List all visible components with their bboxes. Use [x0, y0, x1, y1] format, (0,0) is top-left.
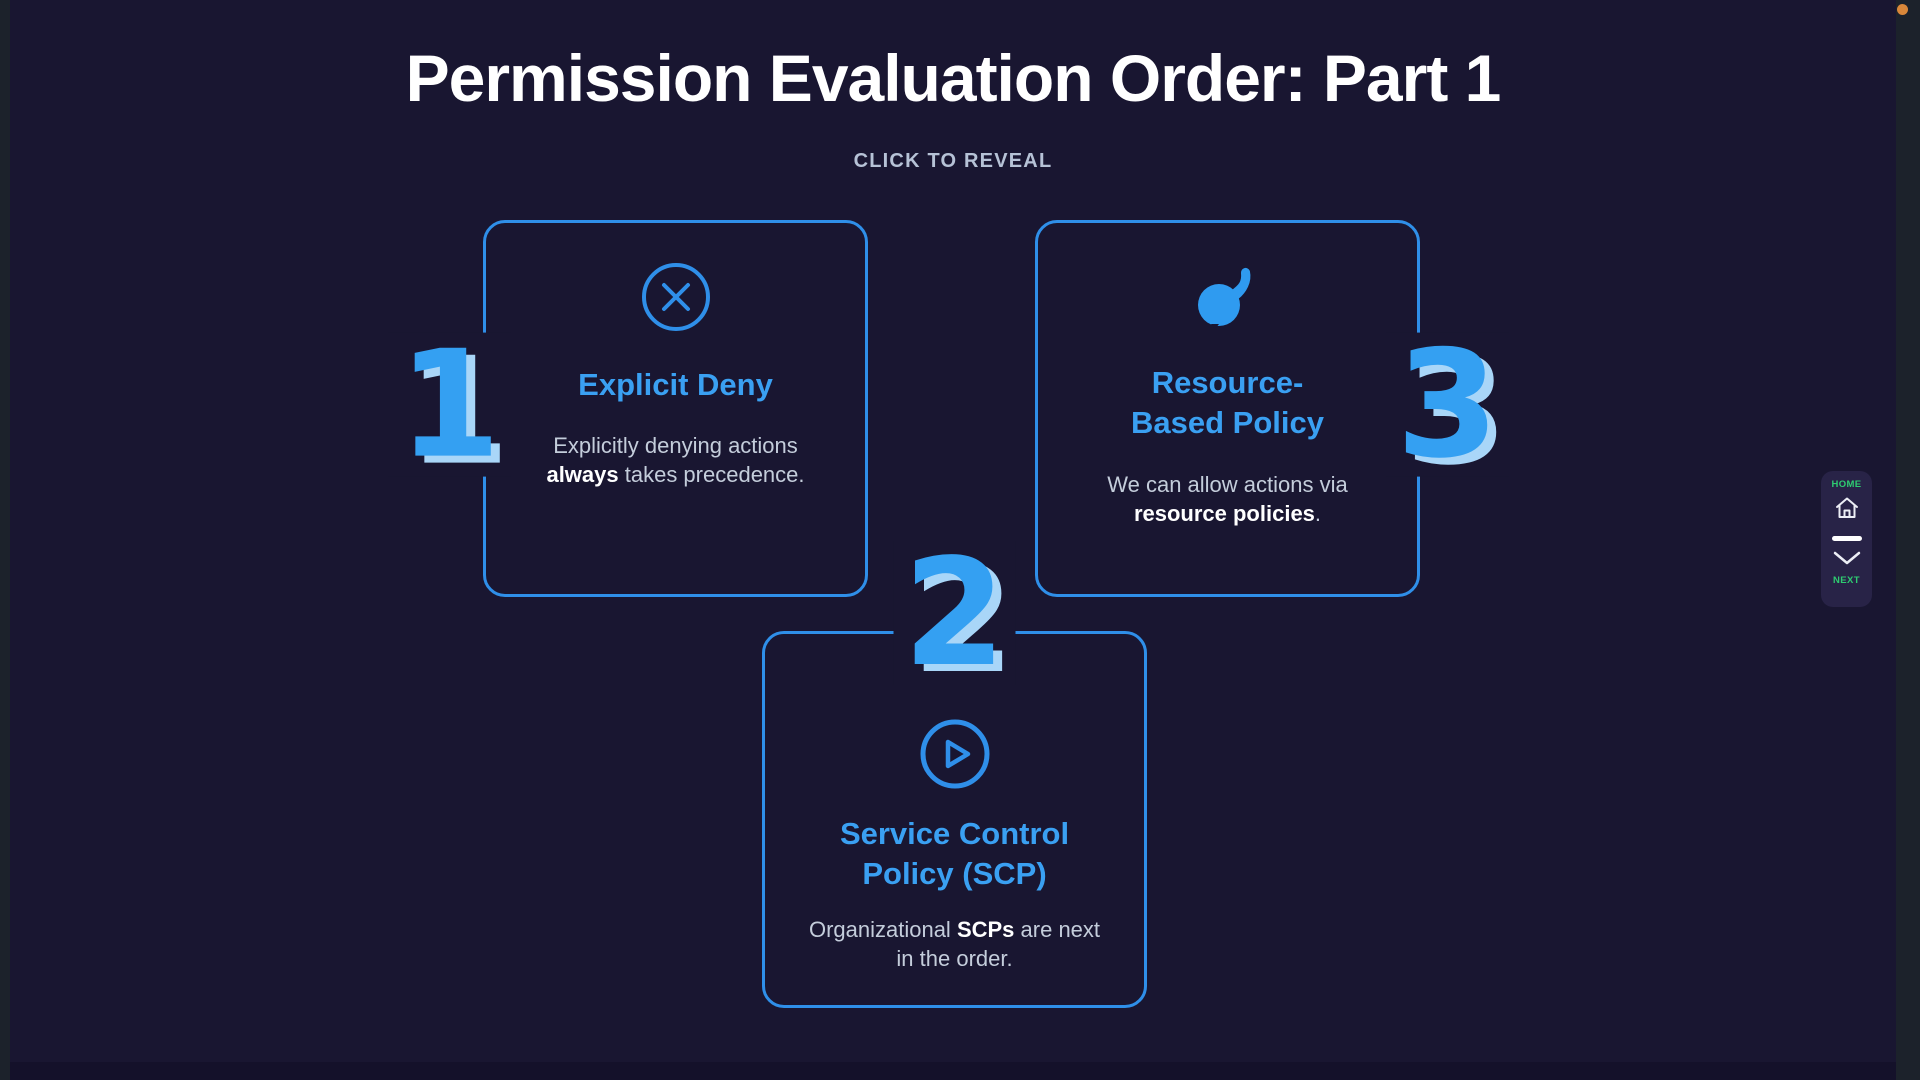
nav-divider [1831, 536, 1862, 541]
chevron-down-icon [1832, 550, 1862, 571]
card-title: Resource-Based Policy [1131, 365, 1324, 441]
home-button[interactable] [1833, 494, 1861, 527]
page-title: Permission Evaluation Order: Part 1 [405, 41, 1502, 115]
home-icon [1833, 494, 1861, 527]
right-edge-strip [1896, 0, 1920, 1080]
click-to-reveal-label: CLICK TO REVEAL [853, 150, 1053, 172]
play-circle-icon [765, 718, 1144, 790]
card-number-2: 2 [893, 539, 1016, 687]
next-label: NEXT [1833, 575, 1860, 586]
card-explicit-deny[interactable]: 1 Explicit Deny Explicitly denying actio… [388, 220, 868, 597]
card-description: We can allow actions via resource polici… [1107, 471, 1348, 526]
card-number-1: 1 [388, 330, 511, 478]
home-label: HOME [1831, 479, 1862, 490]
recording-indicator-dot [1897, 4, 1908, 15]
bottom-edge-strip [10, 1062, 1896, 1080]
card-number-3: 3 [1386, 330, 1509, 478]
slide-nav-panel: HOME NEXT [1821, 471, 1872, 607]
card-description: Explicitly denying actions always takes … [546, 433, 805, 488]
x-circle-icon [486, 261, 865, 333]
card-resource-based-policy[interactable]: 3 Resource-Based Policy We can allow act… [1035, 220, 1509, 597]
card-title: Explicit Deny [578, 367, 773, 402]
bomb-icon [1038, 261, 1417, 337]
card-description: Organizational SCPs are next in the orde… [808, 916, 1101, 971]
left-edge-strip [0, 0, 10, 1080]
next-button[interactable] [1832, 550, 1862, 571]
